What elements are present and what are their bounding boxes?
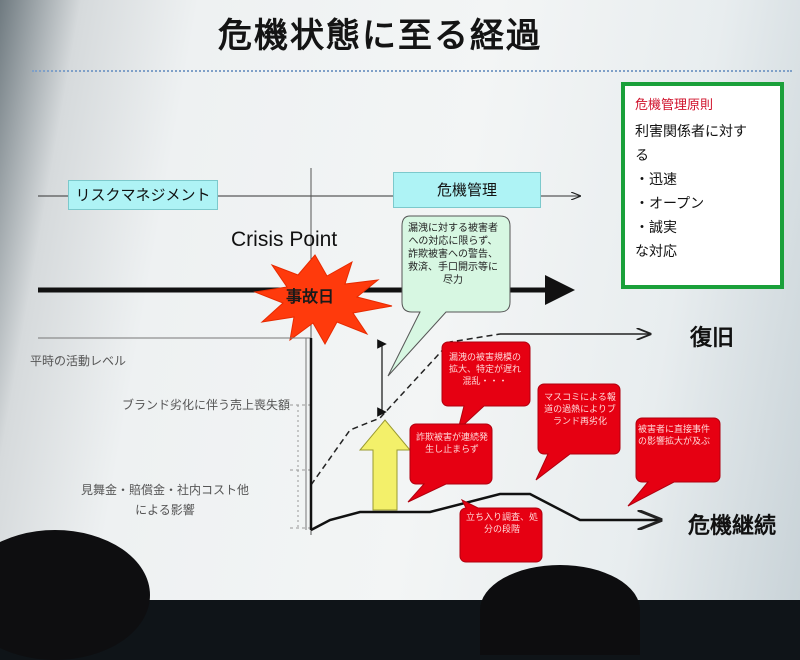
speech-bubble (387, 215, 511, 377)
costs-label-line-2: による影響 (135, 503, 195, 517)
diagram-canvas (38, 168, 721, 563)
principle-speed: ・迅速 (635, 172, 677, 188)
red-note-4 (627, 417, 721, 507)
crisis-management-label: 危機管理 (393, 172, 541, 208)
crisis-principles-box: 危機管理原則 利害関係者に対す る ・迅速 ・オープン ・誠実 な対応 (621, 82, 784, 289)
speech-bubble-text: 漏洩に対する被害者への対応に限らず、詐欺被害への警告、救済、手口開示等に尽力 (408, 223, 498, 286)
costs-label: 見舞金・賠償金・社内コスト他 による影響 (40, 480, 290, 520)
principles-line-1: 利害関係者に対す (635, 124, 747, 140)
yellow-up-arrow (358, 419, 412, 511)
crisis-continuation-label: 危機継続 (688, 514, 777, 539)
red-note-5-text: 立ち入り調査、処分の段階 (465, 513, 538, 535)
red-note-2-text: 詐欺被害が連続発生し止まらず (416, 433, 489, 455)
principles-heading: 危機管理原則 (635, 98, 714, 113)
principle-sincere: ・誠実 (635, 220, 677, 236)
incident-starburst (253, 254, 393, 346)
risk-management-label: リスクマネジメント (68, 180, 218, 210)
principle-open: ・オープン (635, 196, 705, 212)
title-divider (32, 70, 792, 72)
red-note-3 (535, 383, 621, 481)
red-note-2 (407, 423, 493, 503)
red-note-1 (441, 341, 531, 432)
costs-label-line-1: 見舞金・賠償金・社内コスト他 (80, 483, 249, 497)
slide-title: 危機状態に至る経過 (218, 16, 542, 56)
recovery-dashed-trajectory (310, 333, 501, 486)
recovery-label: 復旧 (690, 326, 735, 351)
crisis-point-label: Crisis Point (231, 228, 338, 251)
red-note-1-text: 漏洩の被害規模の拡大、特定が遅れ混乱・・・ (448, 353, 521, 387)
principles-closing: な対応 (635, 244, 677, 260)
red-note-4-text: 被害者に直接事件の影響拡大が及ぶ (637, 425, 710, 447)
principles-line-2: る (635, 148, 649, 164)
slide-screen: 危機状態に至る経過 (0, 0, 800, 600)
red-note-5 (459, 498, 543, 563)
normal-activity-level-label: 平時の活動レベル (30, 354, 127, 368)
incident-day-label: 事故日 (285, 287, 334, 306)
brand-loss-label: ブランド劣化に伴う売上喪失額 (121, 398, 290, 412)
red-note-3-text: マスコミによる報道の過熱によりブランド再劣化 (544, 393, 616, 427)
audience-silhouette-right (480, 565, 640, 655)
